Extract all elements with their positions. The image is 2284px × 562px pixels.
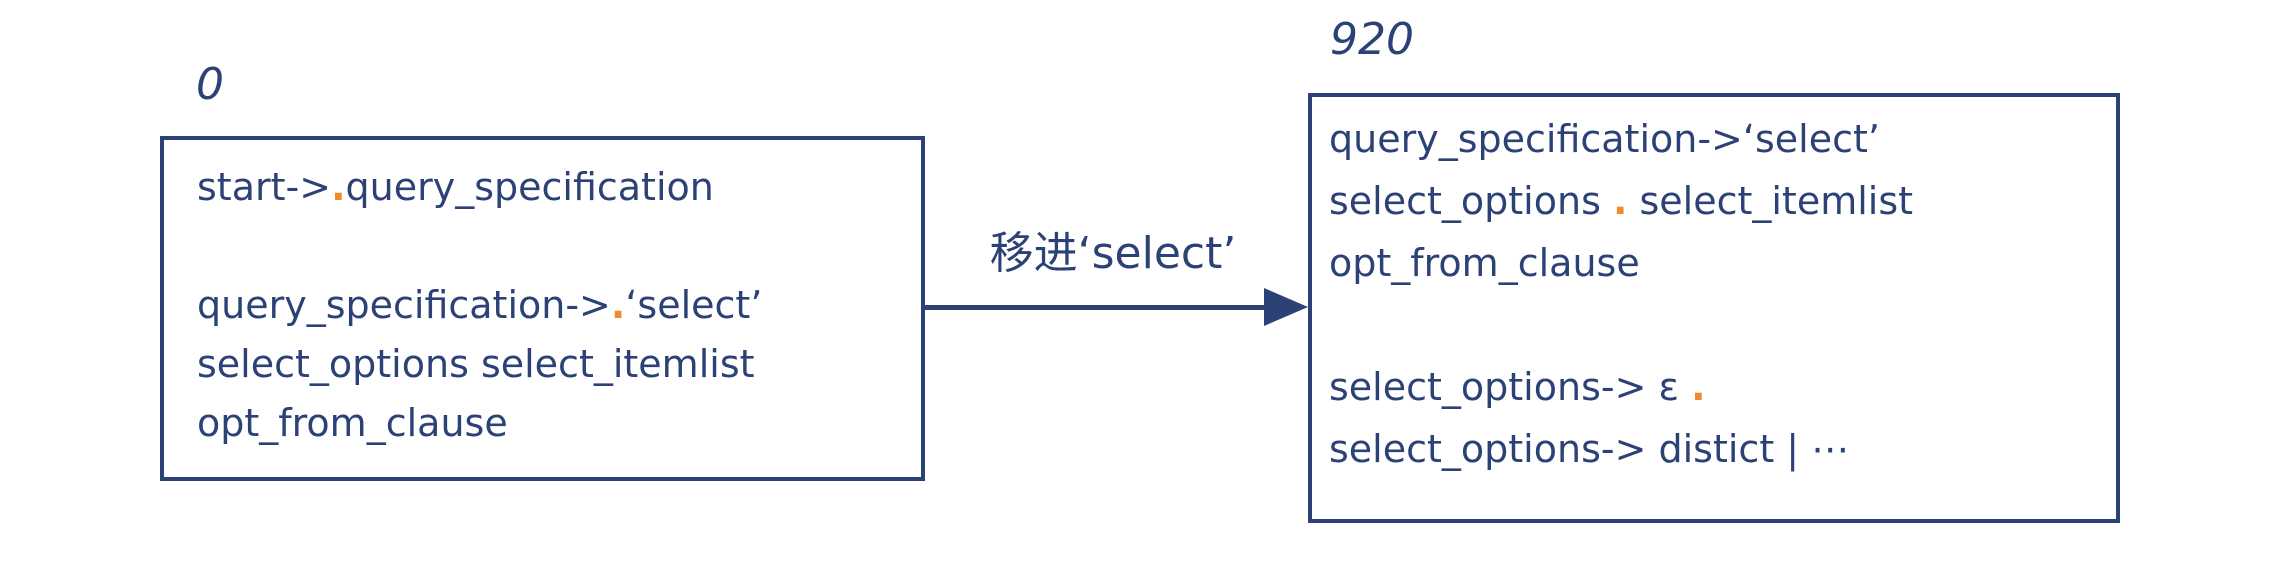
state-920-label: 920 bbox=[1330, 14, 1414, 65]
state-920-box: query_specification->‘select’ select_opt… bbox=[1308, 93, 2120, 523]
production-line: start->.query_specification bbox=[197, 158, 911, 217]
blank-line bbox=[197, 217, 911, 276]
transition-label: 移进‘select’ bbox=[989, 228, 1237, 279]
dot-marker: . bbox=[1612, 179, 1628, 223]
dot-marker: . bbox=[331, 165, 346, 209]
production-text: start-> bbox=[197, 165, 332, 209]
production-line: opt_from_clause bbox=[1329, 241, 1640, 285]
production-line: select_options . select_itemlist bbox=[1329, 170, 2106, 232]
production-line: select_options select_itemlist bbox=[197, 342, 755, 386]
production-text: query_specification-> bbox=[197, 283, 611, 327]
production-line: select_options-> ε . bbox=[1329, 356, 2106, 418]
production-line: select_options-> distict | ⋯ bbox=[1329, 427, 1850, 471]
production-text: select_options-> ε bbox=[1329, 365, 1692, 409]
dot-marker: . bbox=[610, 283, 626, 327]
production-line: query_specification->.‘select’ bbox=[197, 276, 911, 335]
production-text: select_itemlist bbox=[1627, 179, 1914, 223]
transition-arrow-line bbox=[925, 305, 1270, 310]
state-0-box: start->.query_specification query_specif… bbox=[160, 136, 925, 481]
production-line: opt_from_clause bbox=[197, 401, 508, 445]
production-text: ‘select’ bbox=[625, 283, 763, 327]
state-0-label: 0 bbox=[196, 59, 224, 110]
blank-line bbox=[1329, 294, 2106, 356]
production-line: query_specification->‘select’ bbox=[1329, 117, 1880, 161]
production-text: select_options bbox=[1329, 179, 1613, 223]
production-text: query_specification bbox=[345, 165, 714, 209]
dot-marker: . bbox=[1691, 365, 1706, 409]
arrow-right-icon bbox=[1264, 288, 1308, 326]
